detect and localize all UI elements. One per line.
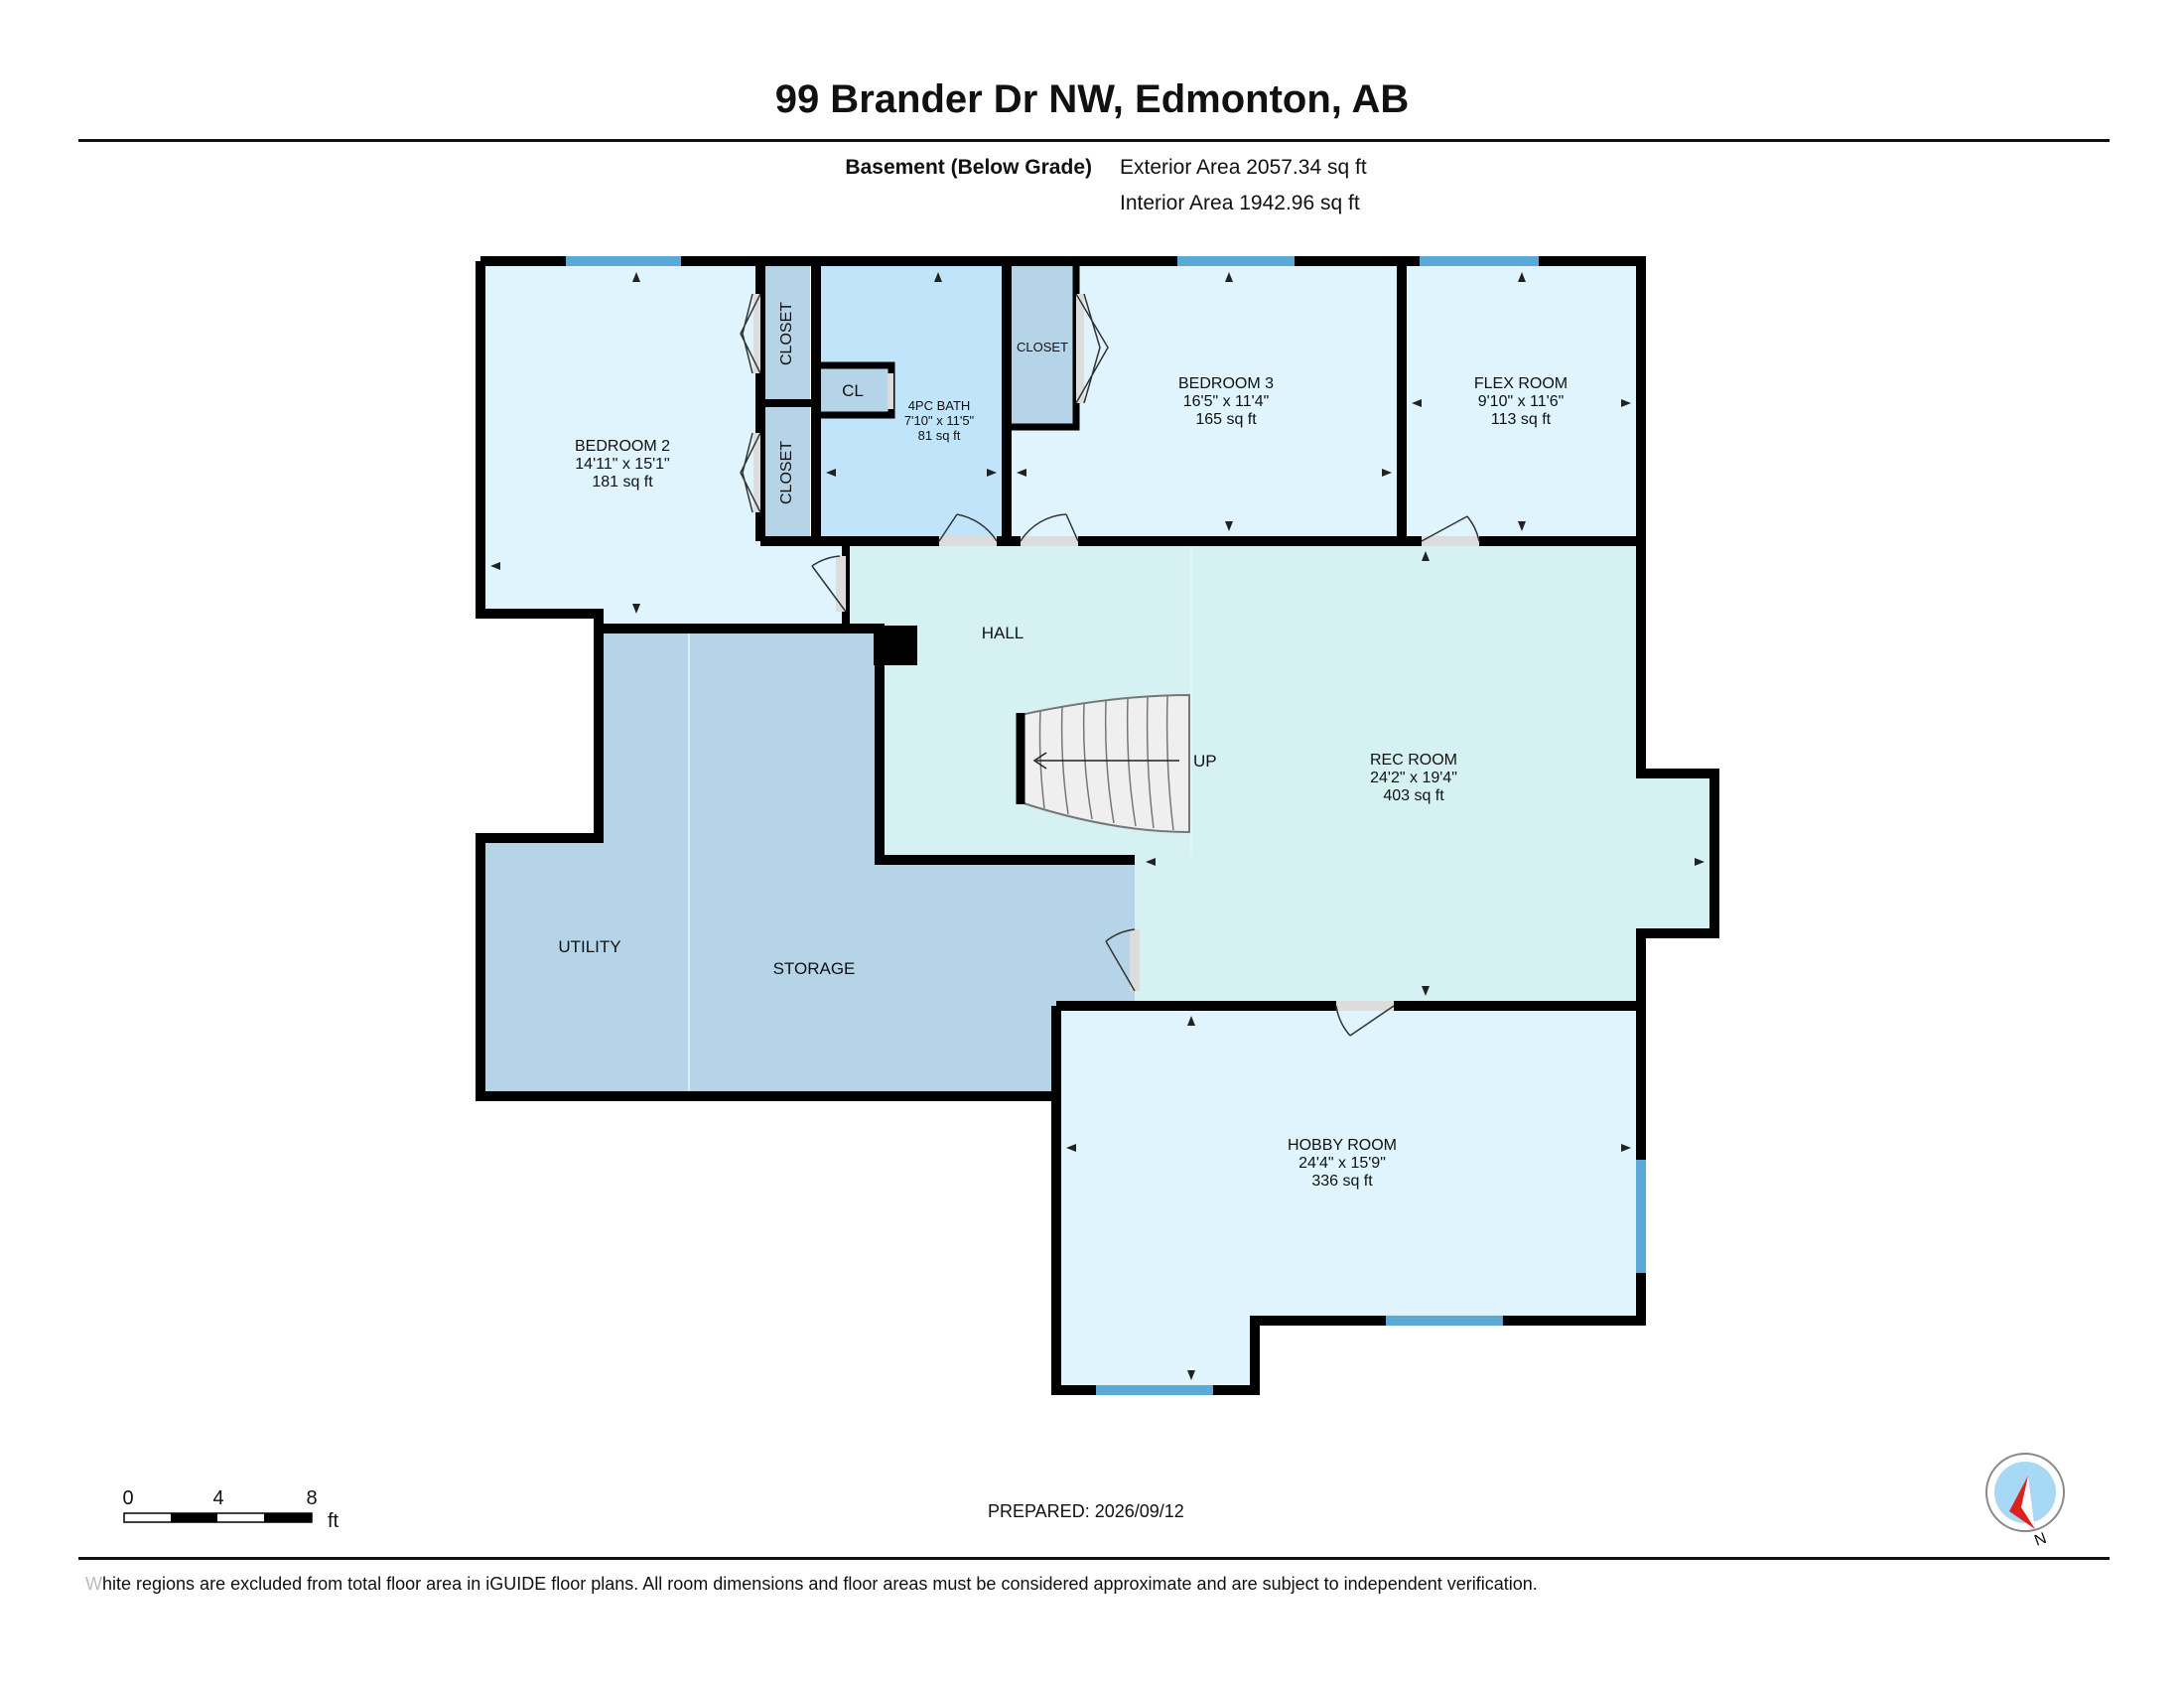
closet-a-name: CLOSET [778, 302, 795, 365]
bedroom3-dims: 16'5" x 11'4" [1183, 393, 1270, 410]
disclaimer-text: hite regions are excluded from total flo… [102, 1574, 1538, 1594]
scale-tick-0: 0 [122, 1487, 133, 1509]
closet-b-name: CLOSET [778, 441, 795, 504]
bath-name: 4PC BATH [908, 398, 971, 413]
hobby-area: 336 sq ft [1311, 1173, 1373, 1190]
cl-name: CL [842, 381, 864, 400]
utility-storage-fill [480, 629, 1135, 1096]
bath-area: 81 sq ft [918, 428, 961, 443]
flex-fill [1402, 261, 1641, 541]
column [874, 626, 917, 665]
exterior-area: Exterior Area 2057.34 sq ft [1120, 156, 1367, 179]
bedroom3-name: BEDROOM 3 [1178, 375, 1274, 392]
scale-tick-4: 4 [212, 1487, 223, 1509]
prepared-date: PREPARED: 2026/09/12 [988, 1501, 1184, 1521]
windows [566, 256, 1646, 1395]
rec-area: 403 sq ft [1383, 787, 1444, 804]
bedroom2-name: BEDROOM 2 [575, 438, 670, 455]
hall-name: HALL [982, 624, 1024, 642]
storage-name: STORAGE [773, 959, 856, 978]
bedroom2-dims: 14'11" x 15'1" [575, 456, 669, 473]
rec-name: REC ROOM [1370, 752, 1457, 769]
cl-fill [816, 365, 891, 415]
scale-bar: 0 4 8 ft [122, 1487, 339, 1532]
level-label: Basement (Below Grade) [845, 156, 1092, 179]
bath-dims: 7'10" x 11'5" [904, 413, 975, 428]
closet-c-name: CLOSET [1017, 340, 1068, 354]
disclaimer-first-letter: W [85, 1574, 102, 1594]
compass-icon: N [1985, 1453, 2065, 1550]
utility-name: UTILITY [558, 937, 620, 956]
closet-c-fill [1009, 266, 1076, 427]
header-divider [78, 139, 2110, 142]
rec-fill [846, 541, 1714, 1006]
stairs: UP [1016, 693, 1217, 834]
disclaimer: White regions are excluded from total fl… [85, 1574, 1538, 1595]
scale-unit: ft [328, 1510, 340, 1532]
hobby-fill [1056, 1006, 1641, 1390]
flex-dims: 9'10" x 11'6" [1478, 393, 1565, 410]
closet-b-fill [760, 407, 810, 537]
hobby-name: HOBBY ROOM [1288, 1137, 1397, 1154]
hobby-dims: 24'4" x 15'9" [1298, 1155, 1386, 1172]
bedroom2-area: 181 sq ft [592, 474, 653, 491]
footer-divider [78, 1557, 2110, 1560]
closet-a-fill [760, 266, 810, 399]
interior-area: Interior Area 1942.96 sq ft [1120, 192, 1360, 214]
room-fills [480, 261, 1714, 1390]
page-title: 99 Brander Dr NW, Edmonton, AB [774, 77, 1410, 121]
rec-dims: 24'2" x 19'4" [1370, 770, 1457, 786]
flex-name: FLEX ROOM [1474, 375, 1568, 392]
dimension-arrows [490, 272, 1705, 1380]
stairs-up-label: UP [1193, 752, 1217, 771]
scale-tick-8: 8 [306, 1487, 317, 1509]
room-labels: BEDROOM 2 14'11" x 15'1" 181 sq ft 4PC B… [558, 302, 1568, 1190]
flex-area: 113 sq ft [1491, 411, 1552, 428]
doors [740, 293, 1480, 1037]
bedroom3-area: 165 sq ft [1195, 411, 1257, 428]
compass-north-label: N [2032, 1530, 2049, 1550]
